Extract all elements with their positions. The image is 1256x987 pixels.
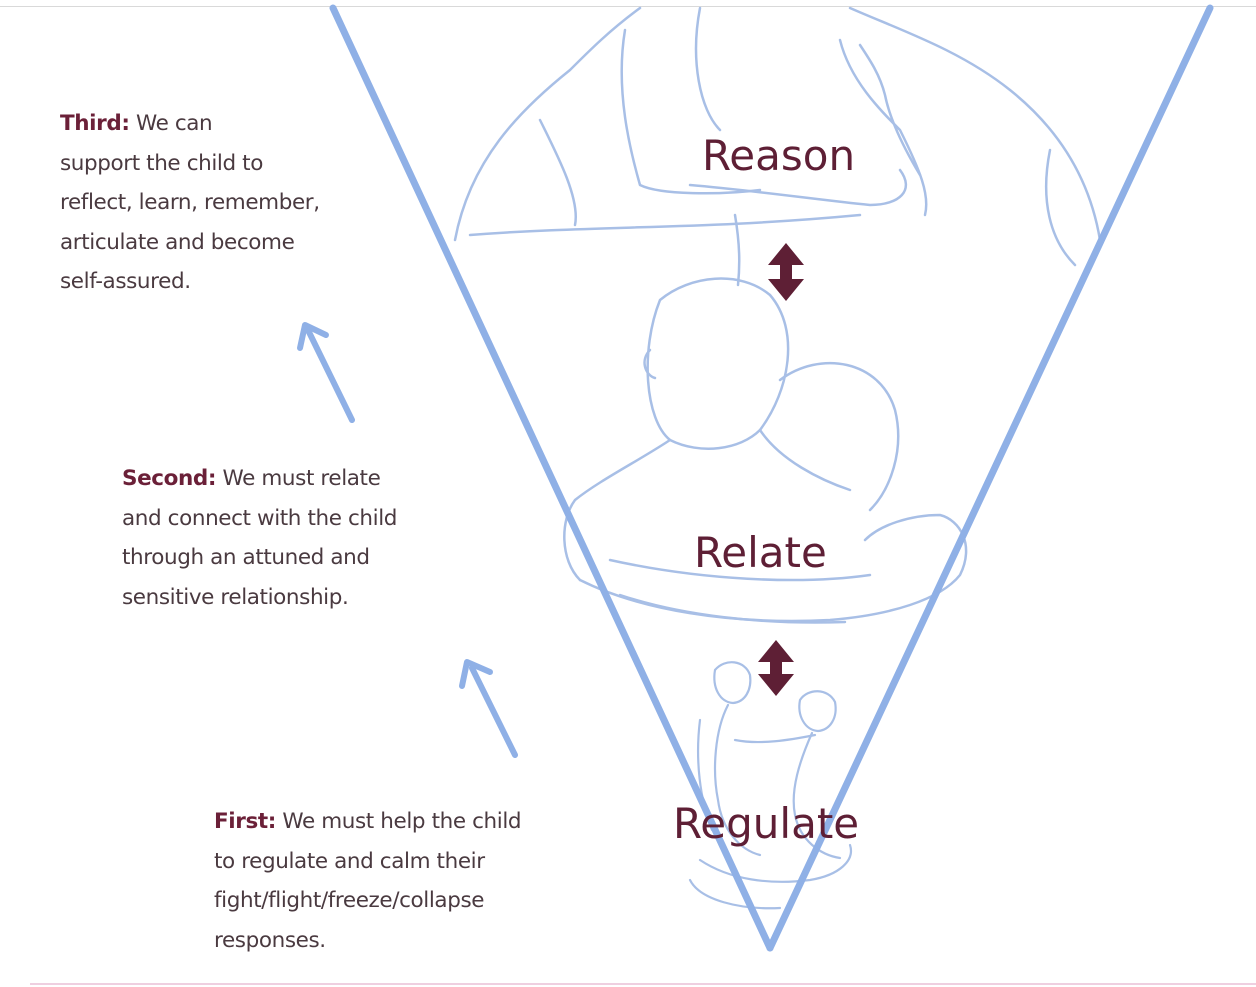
step-first-text: First: We must help the child to regulat… (214, 802, 521, 960)
step-second-text: Second: We must relate and connect with … (122, 459, 397, 617)
bottom-border (30, 983, 1256, 985)
upward-arrow-icon (300, 325, 352, 420)
double-arrow-icon (768, 243, 804, 301)
step-second-lead: Second: (122, 466, 216, 491)
step-first-lead: First: (214, 809, 276, 834)
stage-label-relate: Relate (694, 532, 827, 574)
regulate-sketch-figures (690, 662, 851, 908)
upward-arrow-icon (462, 662, 515, 755)
step-third-lead: Third: (60, 111, 130, 136)
stage-label-regulate: Regulate (673, 803, 859, 845)
double-arrow-icon (758, 640, 794, 696)
stage-label-reason: Reason (702, 135, 855, 177)
step-third-text: Third: We can support the child to refle… (60, 104, 320, 302)
